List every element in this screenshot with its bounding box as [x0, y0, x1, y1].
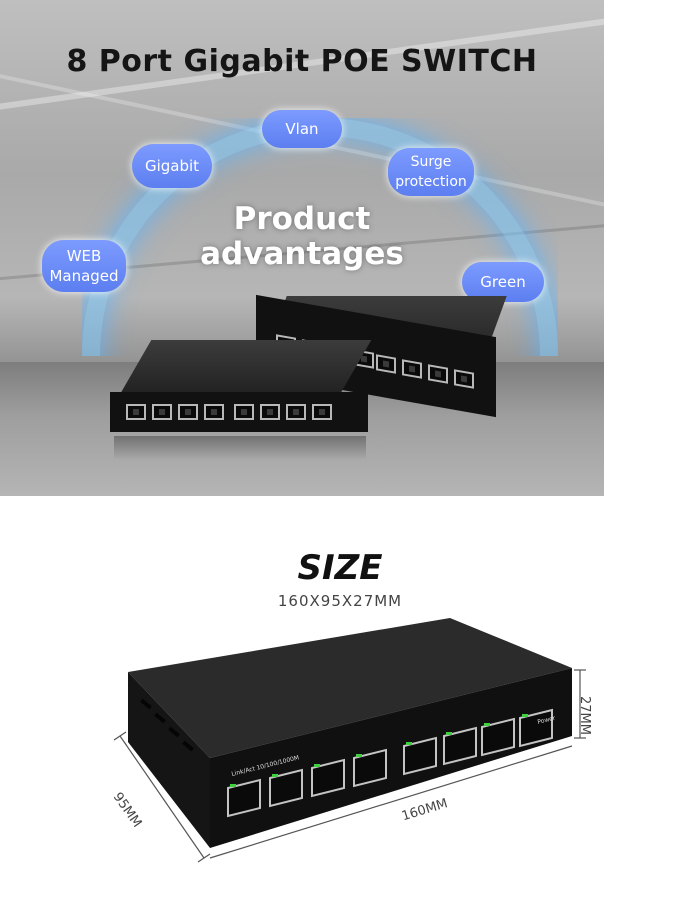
ethernet-port [269, 768, 303, 808]
vent-slots [140, 698, 194, 752]
ethernet-port [353, 748, 387, 788]
heading-line: advantages [200, 236, 404, 272]
feature-label: Managed [49, 267, 119, 285]
ethernet-port [376, 354, 396, 374]
ethernet-port [454, 369, 474, 389]
ethernet-port [126, 404, 146, 420]
feature-label: protection [395, 174, 467, 190]
ethernet-port [234, 404, 254, 420]
ethernet-port [227, 778, 261, 818]
feature-label: Vlan [285, 120, 319, 138]
heading-line: Product [233, 201, 371, 237]
size-dimensions: 160X95X27MM [277, 592, 403, 610]
banner-title: 8 Port Gigabit POE SWITCH [66, 44, 538, 79]
ethernet-port [403, 736, 437, 776]
dimension-lines [113, 669, 586, 863]
switch-top-surface [128, 618, 572, 758]
feature-label: Surge [410, 154, 452, 170]
feature-label: WEB [66, 247, 102, 265]
ethernet-port [286, 404, 306, 420]
feature-label: Green [480, 273, 526, 291]
feature-surge-protection: Surge protection [388, 148, 474, 196]
ethernet-port [312, 404, 332, 420]
switch-side-panel [128, 672, 210, 848]
ethernet-port [443, 726, 477, 766]
ethernet-port [481, 717, 515, 757]
switch-reflection [114, 436, 366, 460]
switch-front-panel [210, 668, 572, 848]
feature-label: Gigabit [144, 157, 200, 175]
switch-dimension-diagram: Link/Act 10/100/1000M Power [110, 612, 630, 872]
ethernet-ports [227, 708, 553, 818]
feature-web-managed: WEB Managed [42, 240, 126, 292]
ethernet-port [311, 758, 345, 798]
product-banner: 8 Port Gigabit POE SWITCH WEB Managed Gi… [0, 0, 604, 496]
switch-image-front [108, 340, 372, 460]
ethernet-port [178, 404, 198, 420]
feature-vlan: Vlan [262, 110, 342, 148]
ethernet-port [428, 364, 448, 384]
switch-top-surface [116, 340, 372, 400]
ethernet-port [152, 404, 172, 420]
size-title: SIZE [297, 548, 383, 588]
feature-green: Green [462, 262, 544, 302]
ethernet-port [260, 404, 280, 420]
feature-gigabit: Gigabit [132, 144, 212, 188]
height-dimension-label: 27MM [577, 696, 592, 735]
status-leds [230, 714, 528, 787]
ethernet-port [519, 708, 553, 748]
ethernet-port [204, 404, 224, 420]
ethernet-port [402, 359, 422, 379]
switch-drawing: Link/Act 10/100/1000M Power [113, 618, 586, 863]
power-label: Power [537, 715, 557, 726]
product-advantages-heading: Product advantages [200, 202, 404, 272]
